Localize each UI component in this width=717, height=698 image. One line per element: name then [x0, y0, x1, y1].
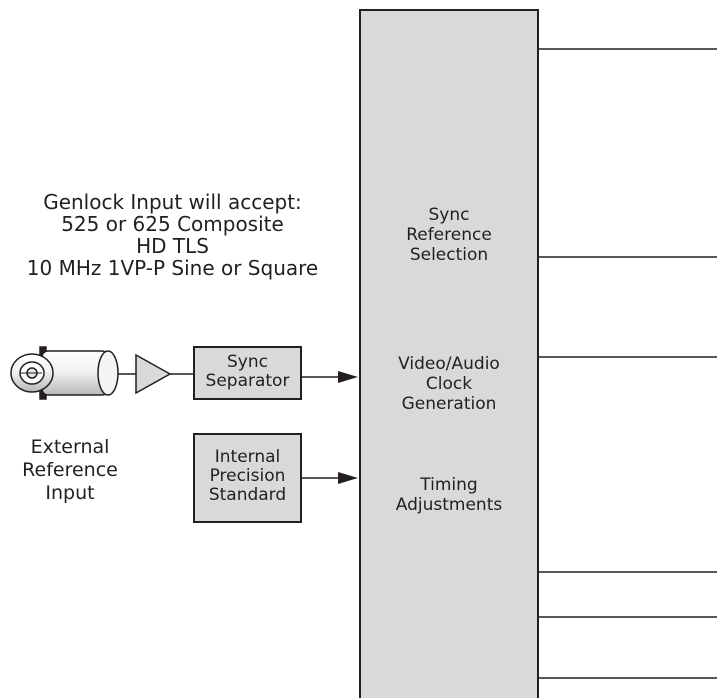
sync-separator-box	[193, 346, 302, 400]
output-lines	[538, 48, 717, 679]
genlock-note-line: Genlock Input will accept:	[43, 190, 302, 214]
timing-adjustments-line: Timing	[420, 475, 478, 495]
amplifier-icon	[135, 353, 172, 395]
timing-adjustments-label: Timing Adjustments	[360, 475, 538, 515]
external-reference-line: Input	[45, 482, 95, 504]
internal-standard-line: Precision	[209, 466, 286, 486]
bnc-connector-icon	[10, 346, 119, 400]
sync-reference-selection-line: Sync	[428, 205, 470, 225]
genlock-note-line: HD TLS	[136, 234, 209, 258]
genlock-note-line: 10 MHz 1VP-P Sine or Square	[26, 256, 319, 280]
main-processing-block	[359, 9, 539, 698]
external-reference-line: External	[30, 436, 110, 458]
genlock-note: Genlock Input will accept: 525 or 625 Co…	[0, 191, 345, 279]
sync-reference-selection-line: Selection	[409, 245, 489, 265]
clock-generation-label: Video/Audio Clock Generation	[360, 354, 538, 414]
sync-reference-selection-line: Reference	[406, 225, 492, 245]
internal-standard-arrow	[301, 472, 358, 484]
external-reference-line: Reference	[22, 459, 118, 481]
sync-reference-selection-label: Sync Reference Selection	[360, 205, 538, 265]
internal-standard-label: Internal Precision Standard	[194, 448, 301, 505]
clock-generation-line: Generation	[401, 394, 497, 414]
internal-standard-line: Standard	[208, 485, 287, 505]
genlock-note-line: 525 or 625 Composite	[61, 212, 284, 236]
sync-separator-label: Sync Separator	[194, 353, 301, 391]
clock-generation-line: Clock	[425, 374, 473, 394]
timing-adjustments-line: Adjustments	[395, 495, 503, 515]
separator-arrow	[301, 371, 358, 383]
sync-separator-line: Separator	[205, 371, 290, 391]
internal-standard-box	[193, 433, 302, 523]
clock-generation-line: Video/Audio	[398, 354, 500, 374]
internal-standard-line: Internal	[214, 447, 281, 467]
external-reference-label: External Reference Input	[0, 436, 140, 505]
sync-separator-line: Sync	[227, 352, 268, 372]
